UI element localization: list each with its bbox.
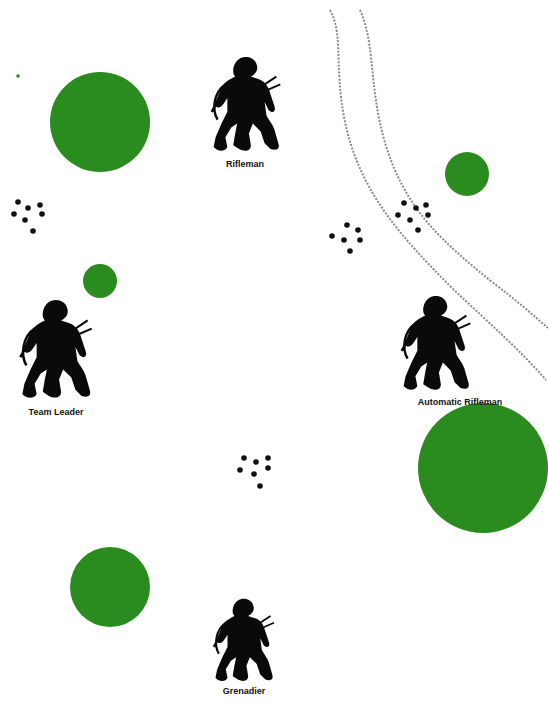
role-label: Team Leader [29,407,84,418]
soldier-label: Rifleman [224,158,266,171]
soldier-label: Grenadier [221,685,268,698]
soldier-figure [20,57,470,681]
role-label: Automatic Rifleman [418,397,503,408]
soldier-label: Automatic Rifleman [416,396,505,409]
role-label: Grenadier [223,686,266,697]
soldier-label: Team Leader [27,406,86,419]
rock-cluster [11,199,431,489]
tree-circle [16,72,548,627]
role-label: Rifleman [226,159,264,170]
